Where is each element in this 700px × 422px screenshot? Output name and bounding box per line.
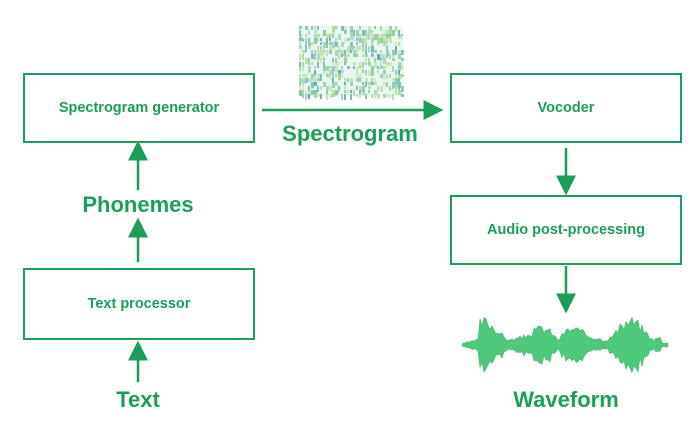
vocoder-box: Vocoder [450, 73, 682, 143]
waveform-image [461, 316, 669, 374]
vocoder-label: Vocoder [537, 100, 595, 116]
spectrogram-generator-label: Spectrogram generator [58, 100, 220, 116]
spectrogram-generator-box: Spectrogram generator [23, 73, 255, 143]
audio-post-processing-label: Audio post-processing [487, 222, 645, 238]
audio-post-processing-box: Audio post-processing [450, 195, 682, 265]
spectrogram-label: Spectrogram [282, 121, 418, 146]
waveform-label: Waveform [513, 387, 619, 412]
phonemes-label: Phonemes [82, 192, 194, 217]
text-processor-box: Text processor [23, 268, 255, 340]
spectrogram-image [299, 26, 404, 100]
text-processor-label: Text processor [87, 296, 191, 312]
text-label: Text [116, 387, 160, 412]
